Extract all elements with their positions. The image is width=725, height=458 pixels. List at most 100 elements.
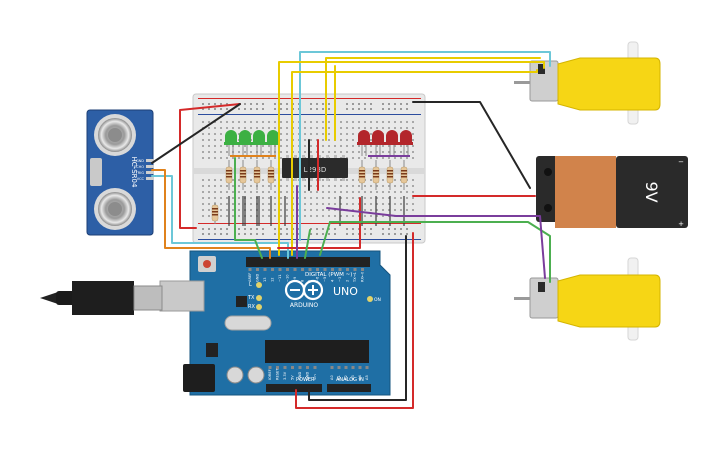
header-pin: [361, 268, 364, 271]
arduino-uno: ARDUINO UNO DIGITAL (PWM ~) POWER ANALOG…: [159, 250, 391, 396]
digital-header-label: DIGITAL (PWM ~): [305, 272, 352, 278]
digital-pin-label: ~11: [278, 274, 282, 282]
wire-yellow-3: [325, 57, 541, 141]
digital-pin-label: ~10: [286, 274, 290, 282]
wire-red-rail-top: [179, 103, 241, 229]
header-pin: [256, 268, 259, 271]
green-led: [238, 130, 252, 156]
wire-green-motor: [329, 221, 551, 283]
on-led-label: ON: [374, 297, 381, 303]
power-pin-label: RESET: [276, 368, 280, 380]
wires: [151, 51, 551, 409]
header-pin: [268, 366, 272, 369]
arduino-brand-label: ARDUINO: [290, 302, 319, 309]
battery-minus-label: −: [678, 158, 684, 166]
red-led: [385, 130, 399, 156]
header-pin: [291, 366, 294, 369]
analog-pin-label: A2: [344, 375, 348, 380]
sensor-pin-label: VCC: [137, 177, 145, 181]
digital-pin-label: 13: [263, 277, 267, 282]
red-leds: [357, 130, 413, 156]
resistor: [253, 160, 261, 190]
header-pin: [278, 268, 282, 271]
dc-motor-top: [514, 41, 661, 125]
ic-label: L293D: [304, 166, 327, 174]
wire-red-power: [295, 232, 414, 409]
header-pin: [293, 268, 297, 271]
resistor: [225, 160, 233, 190]
sensor-pin-label: ECHO: [134, 165, 144, 169]
resistor: [267, 160, 275, 190]
resistor: [400, 160, 408, 190]
digital-pin-label: GND: [256, 274, 260, 282]
header-pin: [338, 268, 342, 271]
wire-black-sensor-gnd: [151, 103, 241, 164]
header-pin: [331, 268, 334, 271]
red-led: [371, 130, 385, 156]
digital-pin-label: TX→1: [353, 272, 357, 283]
header-pin: [283, 366, 287, 369]
header-pin: [298, 366, 302, 369]
battery-plus-label: +: [678, 220, 684, 228]
analog-pin-label: A4: [358, 375, 362, 380]
led-rx-label: RX: [248, 304, 255, 310]
l293d-chip: L293D: [282, 155, 348, 181]
sensor-pin: [146, 177, 154, 180]
digital-pin-label: ~6: [316, 276, 320, 282]
power-pin-label: GND: [306, 372, 310, 380]
arduino-infinity-logo: [284, 279, 324, 301]
header-pin: [337, 366, 341, 369]
header-pin: [346, 268, 349, 271]
header-pin: [316, 268, 319, 271]
digital-pin-label: 4: [331, 279, 335, 282]
wire-yellow-2: [291, 69, 538, 256]
resistor: [372, 160, 380, 190]
power-pin-label: 3.3V: [283, 371, 287, 380]
resistor: [358, 160, 366, 190]
wire-black-battery: [412, 101, 531, 189]
header-pin: [353, 268, 357, 271]
header-pin: [344, 366, 348, 369]
sensor-model-label: HC-SR04: [130, 157, 138, 188]
sensor-pin: [146, 165, 154, 168]
sensor-pin: [146, 159, 154, 162]
led-l-label: L: [249, 282, 252, 288]
analog-header-label: ANALOG IN: [336, 377, 364, 383]
led-tx-label: TX: [247, 295, 255, 301]
green-led: [252, 130, 266, 156]
battery-voltage-label: 9V: [642, 181, 661, 202]
green-led: [266, 130, 280, 156]
power-pin-label: Vin: [313, 374, 317, 380]
digital-pin-label: RX←0: [361, 271, 365, 282]
green-led: [224, 130, 238, 156]
sensor-pin-label: GND: [136, 159, 144, 163]
digital-pin-label: 12: [271, 277, 275, 282]
digital-pin-label: ~3: [338, 277, 342, 282]
header-pin: [365, 366, 369, 369]
wire-red-bridge: [277, 197, 361, 249]
analog-pin-label: A3: [351, 375, 355, 380]
hc-sr04-sensor: HC-SR04 GND ECHO TRIG VCC: [86, 109, 154, 236]
resistor: [386, 160, 394, 190]
digital-pin-label: AREF: [248, 273, 252, 282]
power-pin-label: IOREF: [268, 369, 272, 380]
sensor-pin-label: TRIG: [135, 171, 145, 175]
analog-pin-label: A5: [365, 375, 369, 380]
analog-pin-label: A0: [330, 375, 334, 380]
dc-motor-bottom: [514, 257, 661, 341]
wire-green-leds: [234, 157, 263, 259]
header-pin: [301, 268, 304, 271]
header-pin: [313, 366, 317, 369]
resistor: [239, 160, 247, 190]
sensor-pin: [146, 171, 154, 174]
power-header-label: POWER: [296, 377, 315, 383]
wire-cyan-motor-top: [299, 51, 551, 241]
green-leds: [224, 130, 280, 156]
resistor: [211, 202, 219, 224]
wire-green-short: [304, 229, 311, 259]
header-pin: [308, 268, 312, 271]
